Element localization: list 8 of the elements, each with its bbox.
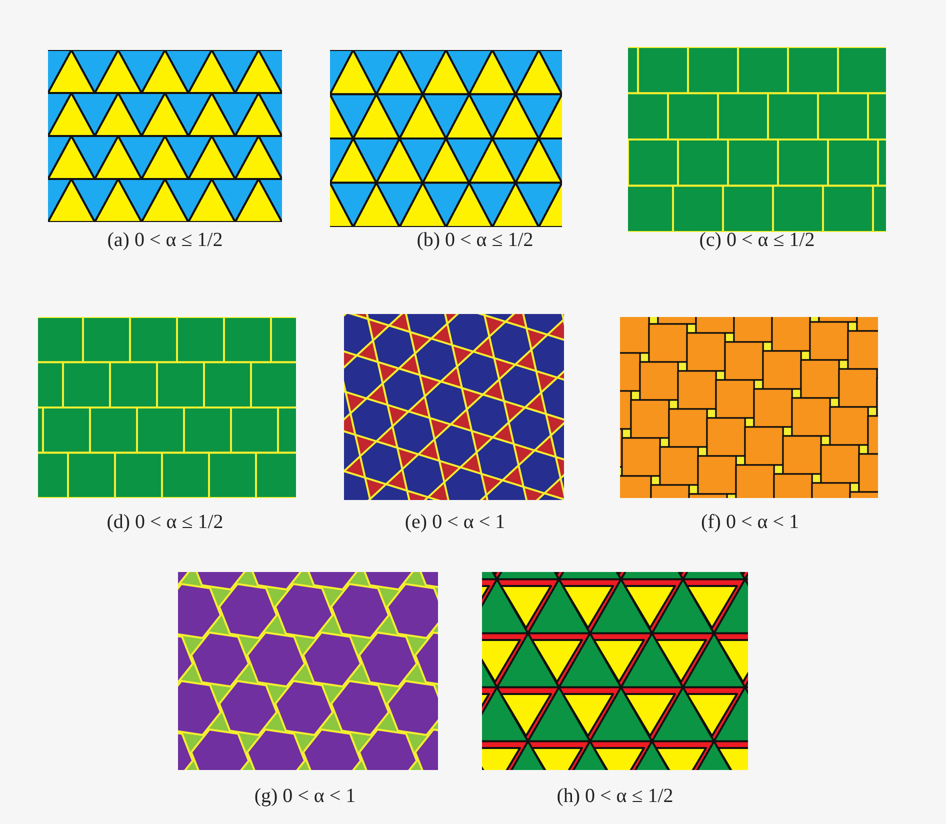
caption: (e) 0 < α < 1 <box>404 511 506 533</box>
caption: (c) 0 < α ≤ 1/2 <box>699 229 815 251</box>
caption: (b) 0 < α ≤ 1/2 <box>416 229 534 251</box>
caption: (d) 0 < α ≤ 1/2 <box>106 511 224 533</box>
caption: (g) 0 < α < 1 <box>254 785 356 807</box>
caption: (a) 0 < α ≤ 1/2 <box>107 229 223 251</box>
caption: (h) 0 < α ≤ 1/2 <box>556 785 674 807</box>
caption: (f) 0 < α < 1 <box>700 511 800 533</box>
